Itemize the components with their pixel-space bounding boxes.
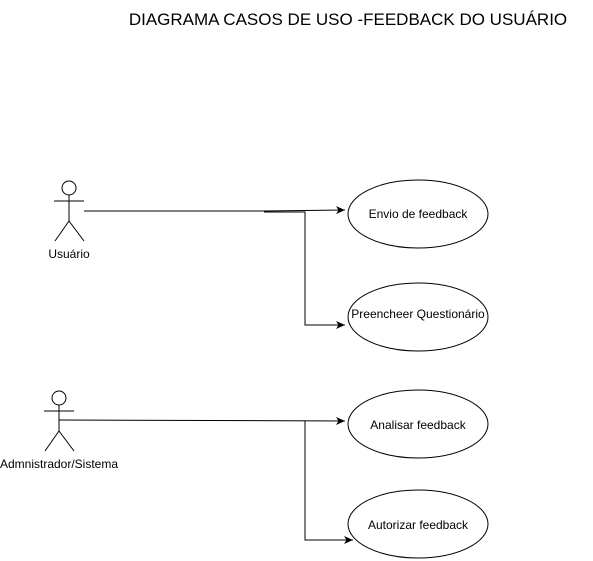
usecase-autorizar-feedback-label: Autorizar feedback [368, 518, 469, 532]
actor-usuario-label: Usuário [48, 247, 90, 261]
usecase-envio-feedback-label: Envio de feedback [369, 207, 469, 221]
usecase-autorizar-feedback[interactable]: Autorizar feedback [347, 489, 489, 559]
usecase-analisar-feedback[interactable]: Analisar feedback [347, 389, 489, 459]
association-administrador-autorizar [304, 421, 353, 544]
actor-usuario[interactable] [54, 180, 85, 242]
association-administrador-analisar [58, 416, 346, 425]
usecase-envio-feedback[interactable]: Envio de feedback [347, 179, 489, 249]
actor-administrador-right-leg [58, 430, 75, 452]
actor-usuario-head [61, 180, 77, 196]
usecase-analisar-feedback-label: Analisar feedback [370, 418, 466, 432]
actor-administrador-left-leg [44, 430, 60, 452]
actor-administrador-label: Admnistrador/Sistema [0, 457, 118, 471]
association-usuario-questionario [264, 211, 345, 329]
actor-usuario-right-leg [68, 220, 85, 242]
usecase-preencher-questionario-label: Preencheer Questionário [351, 307, 485, 321]
diagram-title: DIAGRAMA CASOS DE USO -FEEDBACK DO USUÁR… [129, 10, 567, 29]
actor-administrador[interactable] [44, 390, 75, 452]
association-usuario-envio [84, 206, 346, 215]
usecase-preencher-questionario[interactable]: Preencheer Questionário [347, 282, 489, 352]
actor-administrador-head [51, 390, 67, 406]
actor-usuario-left-leg [54, 220, 70, 242]
